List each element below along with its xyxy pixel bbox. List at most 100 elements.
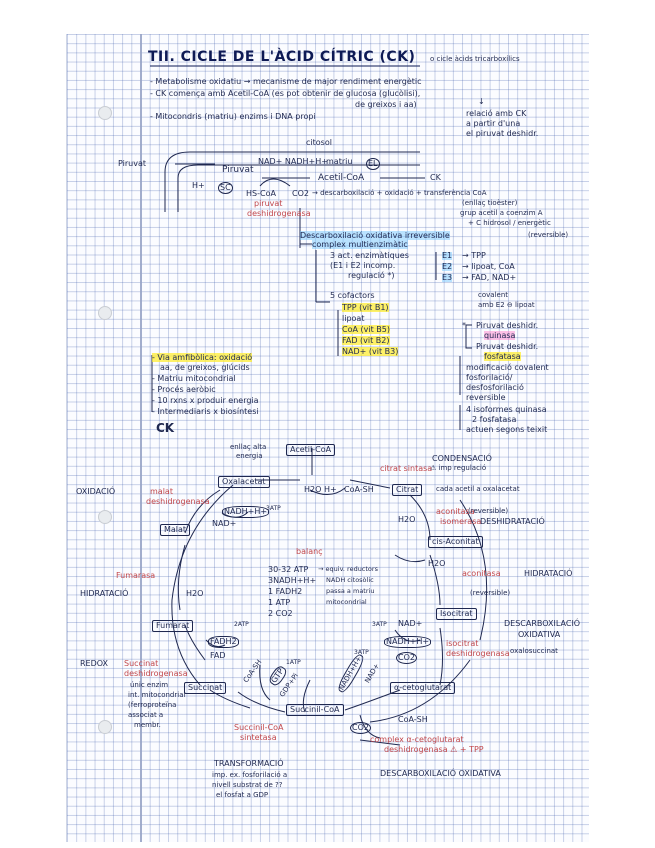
enzyme-isocitrat-deh: deshidrogenasa bbox=[446, 650, 510, 658]
balanc-item: 1 FADH2 bbox=[268, 588, 302, 596]
intro-line: - Metabolisme oxidatiu → mecanisme de ma… bbox=[150, 78, 422, 86]
acetil-coa-label: Acetil-CoA bbox=[318, 174, 364, 183]
enzyme-akg-complex: complex α-cetoglutarat bbox=[370, 736, 464, 744]
transformacio-note: nivell substrat de ?? bbox=[212, 782, 282, 789]
e2-label: E2 bbox=[442, 263, 452, 271]
citrat-note: cada acetil a oxalacetat bbox=[436, 486, 520, 493]
hidrosol-note: + C hidrosol / energètic bbox=[468, 220, 551, 227]
step-hidratacio: HIDRATACIÓ bbox=[80, 590, 128, 598]
intro-side: relació amb CK bbox=[466, 110, 526, 118]
ck-label: CK bbox=[430, 174, 441, 182]
balanc-item: 2 CO2 bbox=[268, 610, 293, 618]
hplus-label: H+ bbox=[324, 486, 337, 494]
enzyme-fumarasa: Fumarasa bbox=[116, 572, 155, 580]
step-descarb-final: DESCARBOXILACIÓ OXIDATIVA bbox=[380, 770, 501, 778]
metabolite-oxalacetat: Oxalacetat bbox=[218, 476, 270, 488]
grup-note: grup acetil a coenzim A bbox=[460, 210, 543, 217]
reg-line: modificació covalent bbox=[466, 364, 549, 372]
reg-line: quinasa bbox=[484, 331, 515, 340]
regulation-note: ⚠ imp regulació bbox=[430, 465, 486, 472]
complex-label: complex multienzimàtic bbox=[312, 241, 408, 249]
enzyme-akg-complex: deshidrogenasa ⚠ + TPP bbox=[384, 746, 484, 754]
enzyme-isocitrat-deh: isocitrat bbox=[446, 640, 478, 648]
matriu-label: matriu bbox=[326, 158, 352, 166]
enzyme-isomerasa: isomerasa bbox=[440, 518, 481, 526]
coa-label: CoA-SH bbox=[398, 716, 428, 724]
reg-line: 2 fosfatasa bbox=[472, 416, 516, 424]
reaction-desc: → descarboxilació + oxidació + transferè… bbox=[312, 190, 487, 197]
oxalosuccinat-note: oxalosuccinat bbox=[510, 648, 558, 655]
activitats: regulació *) bbox=[348, 272, 395, 280]
step-oxidacio: OXIDACIÓ bbox=[76, 488, 115, 496]
descarb-oxid-text: Descarboxilació oxidativa irreversible bbox=[300, 231, 450, 240]
fad-label: FAD bbox=[210, 652, 226, 660]
piruvat-left: Piruvat bbox=[118, 160, 146, 168]
balanc-item: 30-32 ATP bbox=[268, 566, 308, 574]
step-condensacio: CONDENSACIÓ bbox=[432, 455, 492, 463]
atp-label: 3ATP bbox=[266, 506, 281, 512]
intro-side: ↓ bbox=[478, 98, 485, 106]
metabolite-isocitrat: Isocitrat bbox=[436, 608, 477, 620]
balanc-note: passa a matriu bbox=[326, 588, 374, 595]
nad-label: NAD+ bbox=[212, 520, 236, 528]
deshidrogenasa-label: deshidrogenasa bbox=[247, 210, 311, 218]
step-redox: REDOX bbox=[80, 660, 108, 668]
intro-line: - CK comença amb Acetil-CoA (es pot obte… bbox=[150, 90, 420, 98]
nad-label: NAD+ bbox=[398, 620, 422, 628]
covalent-note: covalent bbox=[478, 292, 508, 299]
e1-cofactor: → TPP bbox=[462, 252, 486, 260]
e2-cofactor: → lipoat, CoA bbox=[462, 263, 515, 271]
descarb-oxid-label: Descarboxilació oxidativa irreversible bbox=[300, 232, 450, 240]
enllac-note: enllaç alta bbox=[230, 444, 266, 451]
reversible-note: (reversible) bbox=[470, 590, 510, 597]
reversible-label: (reversible) bbox=[528, 232, 568, 239]
reg-line: 4 isoformes quinasa bbox=[466, 406, 547, 414]
reg-line: fosforilació/ bbox=[466, 374, 512, 382]
enzyme-note: únic enzim bbox=[130, 682, 168, 689]
page-title: TII. CICLE DE L'ÀCID CÍTRIC (CK) bbox=[148, 50, 415, 64]
covalent-note: amb E2 ⊖ lipoat bbox=[478, 302, 535, 309]
metabolite-acetil-coa: Acetil-CoA bbox=[286, 444, 335, 456]
balanc-item: 3NADH+H+ bbox=[268, 577, 316, 585]
ck-item: - Via amfibòlica: oxidació bbox=[152, 353, 252, 362]
enzyme-note: membr. bbox=[134, 722, 161, 729]
co2-label: CO2 bbox=[350, 722, 371, 734]
balanc-note: NADH citosòlic bbox=[326, 577, 374, 584]
enzyme-aconitasa: aconitasa bbox=[462, 570, 501, 578]
reg-line: fosfatasa bbox=[484, 352, 521, 361]
cofactor-2: lipoat bbox=[342, 315, 364, 323]
co2-label: CO2 bbox=[292, 190, 309, 198]
reg-line: reversible bbox=[466, 394, 506, 402]
metabolite-citrat: Citrat bbox=[392, 484, 422, 496]
ck-item: - Intermediaris x biosíntesi bbox=[152, 408, 259, 416]
enzyme-note: int. mitocondrial bbox=[128, 692, 185, 699]
hplus-label: H+ bbox=[192, 182, 205, 190]
atp-label: 1ATP bbox=[286, 660, 301, 666]
star-mark: * bbox=[462, 322, 466, 330]
cofactor-3: CoA (vit B5) bbox=[342, 325, 390, 334]
e1-label: E1 bbox=[442, 252, 452, 260]
h2o-label: H2O bbox=[428, 560, 445, 568]
metabolite-succinat: Succinat bbox=[184, 682, 226, 694]
cofactor-1: TPP (vit B1) bbox=[342, 303, 389, 312]
fadh2-label: FADH2 bbox=[208, 636, 239, 648]
enzyme-malat-deh: deshidrogenasa bbox=[146, 498, 210, 506]
ck-item: - 10 rxns x produir energia bbox=[152, 397, 259, 405]
activitats: (E1 i E2 incomp. bbox=[330, 262, 395, 270]
ck-heading: CK bbox=[156, 422, 174, 434]
step-transformacio: TRANSFORMACIÓ bbox=[214, 760, 284, 768]
e3-label: E3 bbox=[442, 274, 452, 282]
ck-item: - Procés aeròbic bbox=[152, 386, 216, 394]
ck-item: - Matriu mitocondrial bbox=[152, 375, 236, 383]
atp-label: 3ATP bbox=[372, 622, 387, 628]
h2o-label: H2O bbox=[186, 590, 203, 598]
reg-line: Piruvat deshidr. bbox=[476, 343, 538, 351]
balanc-note: mitocondrial bbox=[326, 599, 367, 606]
h2o-label: H2O bbox=[398, 516, 415, 524]
reg-line: desfosforilació bbox=[466, 384, 524, 392]
coa-label: CoA-SH bbox=[344, 486, 374, 494]
metabolite-fumarat: Fumarat bbox=[152, 620, 193, 632]
atp-label: 2ATP bbox=[234, 622, 249, 628]
enzyme-succinat-deh: deshidrogenasa bbox=[124, 670, 188, 678]
metabolite-succinil-coa: Succinil-CoA bbox=[286, 704, 344, 716]
